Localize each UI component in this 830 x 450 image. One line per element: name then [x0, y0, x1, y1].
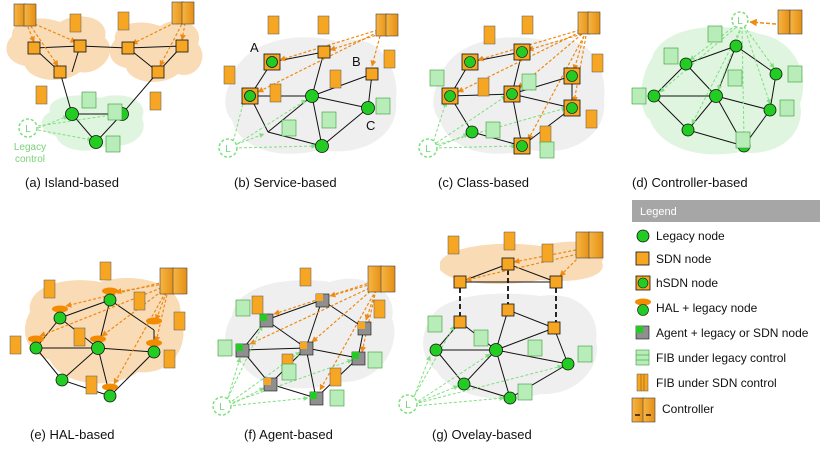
svg-text:HAL + legacy node: HAL + legacy node: [656, 301, 758, 315]
controller-icon: [13, 3, 37, 27]
legacy-control-node: L: [731, 11, 749, 29]
legacy-node-icon: [636, 229, 650, 243]
legend-item-agent-node: Agent + legacy or SDN node: [635, 325, 809, 340]
controller-icon: [375, 13, 399, 37]
svg-text:Legacy node: Legacy node: [656, 229, 725, 243]
legacy-control-node: L: [218, 138, 238, 158]
legend-item-fib-legacy: FIB under legacy control: [635, 349, 786, 366]
legacy-area: [641, 26, 804, 155]
panel-label-c: (c) Class-based: [438, 175, 529, 190]
fib-legacy-icon: [427, 315, 593, 401]
legacy-control-node: L: [18, 118, 38, 138]
svg-text:Agent + legacy or SDN node: Agent + legacy or SDN node: [656, 326, 809, 340]
legend-item-sdn-node: SDN node: [635, 251, 712, 266]
svg-text:hSDN node: hSDN node: [656, 276, 718, 290]
svg-text:FIB under SDN control: FIB under SDN control: [656, 376, 777, 390]
fib-sdn-icon: [636, 373, 649, 392]
controller-icon: [577, 11, 601, 35]
fib-legacy-icon: [281, 97, 391, 137]
legend-header: [632, 200, 820, 222]
svg-text:L: L: [737, 16, 743, 27]
fib-sdn-icon: [35, 11, 162, 111]
panel-a-island-based: L Legacy control (a) Island-based: [6, 1, 203, 190]
svg-text:L: L: [405, 400, 411, 411]
hsdn-node-icon: [441, 43, 581, 155]
svg-text:Controller: Controller: [662, 402, 714, 416]
service-label-b: B: [352, 54, 361, 69]
fib-sdn-icon: [223, 15, 396, 103]
legacy-control-node: L: [398, 394, 418, 414]
hsdn-node-icon: [635, 275, 651, 291]
legend-item-hsdn-node: hSDN node: [635, 275, 718, 291]
fib-legacy-icon: [631, 25, 803, 149]
legend-title: Legend: [640, 206, 677, 218]
controller-icon: [575, 231, 604, 259]
panel-label-e: (e) HAL-based: [30, 427, 115, 442]
panel-c-class-based: L (c) Class-based: [418, 11, 605, 190]
svg-text:L: L: [219, 402, 225, 413]
controller-icon: [777, 9, 803, 35]
hal-legacy-node-icon: [635, 298, 651, 316]
fib-legacy-icon: [429, 69, 555, 159]
svg-text:FIB under legacy control: FIB under legacy control: [656, 351, 786, 365]
legend-item-legacy-node: Legacy node: [636, 229, 725, 243]
controller-icon: [171, 1, 195, 25]
panel-d-controller-based: L (d) Controller-based: [631, 9, 804, 190]
legacy-control-label: Legacy: [14, 142, 46, 153]
panel-label-g: (g) Ovelay-based: [432, 427, 532, 442]
controller-icon: [159, 267, 188, 295]
panel-label-b: (b) Service-based: [234, 175, 337, 190]
controller-icon: [631, 397, 656, 423]
legend-item-fib-sdn: FIB under SDN control: [636, 373, 777, 392]
legacy-control-node: L: [418, 138, 438, 158]
service-label-c: C: [366, 118, 375, 133]
agent-node-icon: [635, 325, 650, 340]
svg-text:L: L: [425, 144, 431, 155]
sdn-node-icon: [635, 251, 650, 266]
panel-f-agent-based: L (f) Agent-based: [212, 265, 396, 442]
legend-item-controller: Controller: [631, 397, 714, 423]
fib-sdn-icon: [9, 261, 186, 395]
fib-legacy-icon: [635, 349, 650, 366]
controller-icon: [367, 265, 396, 293]
hal-legacy-node-icon: [28, 287, 162, 391]
fib-sdn-icon: [251, 267, 386, 387]
fib-legacy-icon: [217, 299, 383, 407]
fib-legacy-icon: [81, 91, 123, 153]
service-label-a: A: [250, 40, 259, 55]
panel-e-hal-based: (e) HAL-based: [9, 261, 188, 442]
agent-node-icon: [235, 293, 372, 406]
sdn-island-left: [6, 16, 111, 80]
svg-text:L: L: [225, 144, 231, 155]
svg-text:L: L: [25, 124, 31, 135]
panel-b-service-based: L A B C (b) Service-based: [218, 13, 399, 190]
panel-label-a: (a) Island-based: [25, 175, 119, 190]
legend: Legend Legacy node SDN node hSDN node HA…: [631, 200, 820, 423]
panel-label-d: (d) Controller-based: [632, 175, 748, 190]
legacy-control-label: control: [15, 154, 45, 165]
fib-sdn-icon: [447, 231, 554, 263]
legacy-control-node: L: [212, 396, 232, 416]
panel-g-overlay-based: L (g) Ovelay-based: [398, 231, 604, 442]
svg-text:SDN node: SDN node: [656, 252, 712, 266]
sdn-island-right: [109, 20, 203, 82]
panel-label-f: (f) Agent-based: [244, 427, 333, 442]
fib-sdn-icon: [477, 15, 604, 145]
legend-item-hal-legacy-node: HAL + legacy node: [635, 298, 758, 316]
